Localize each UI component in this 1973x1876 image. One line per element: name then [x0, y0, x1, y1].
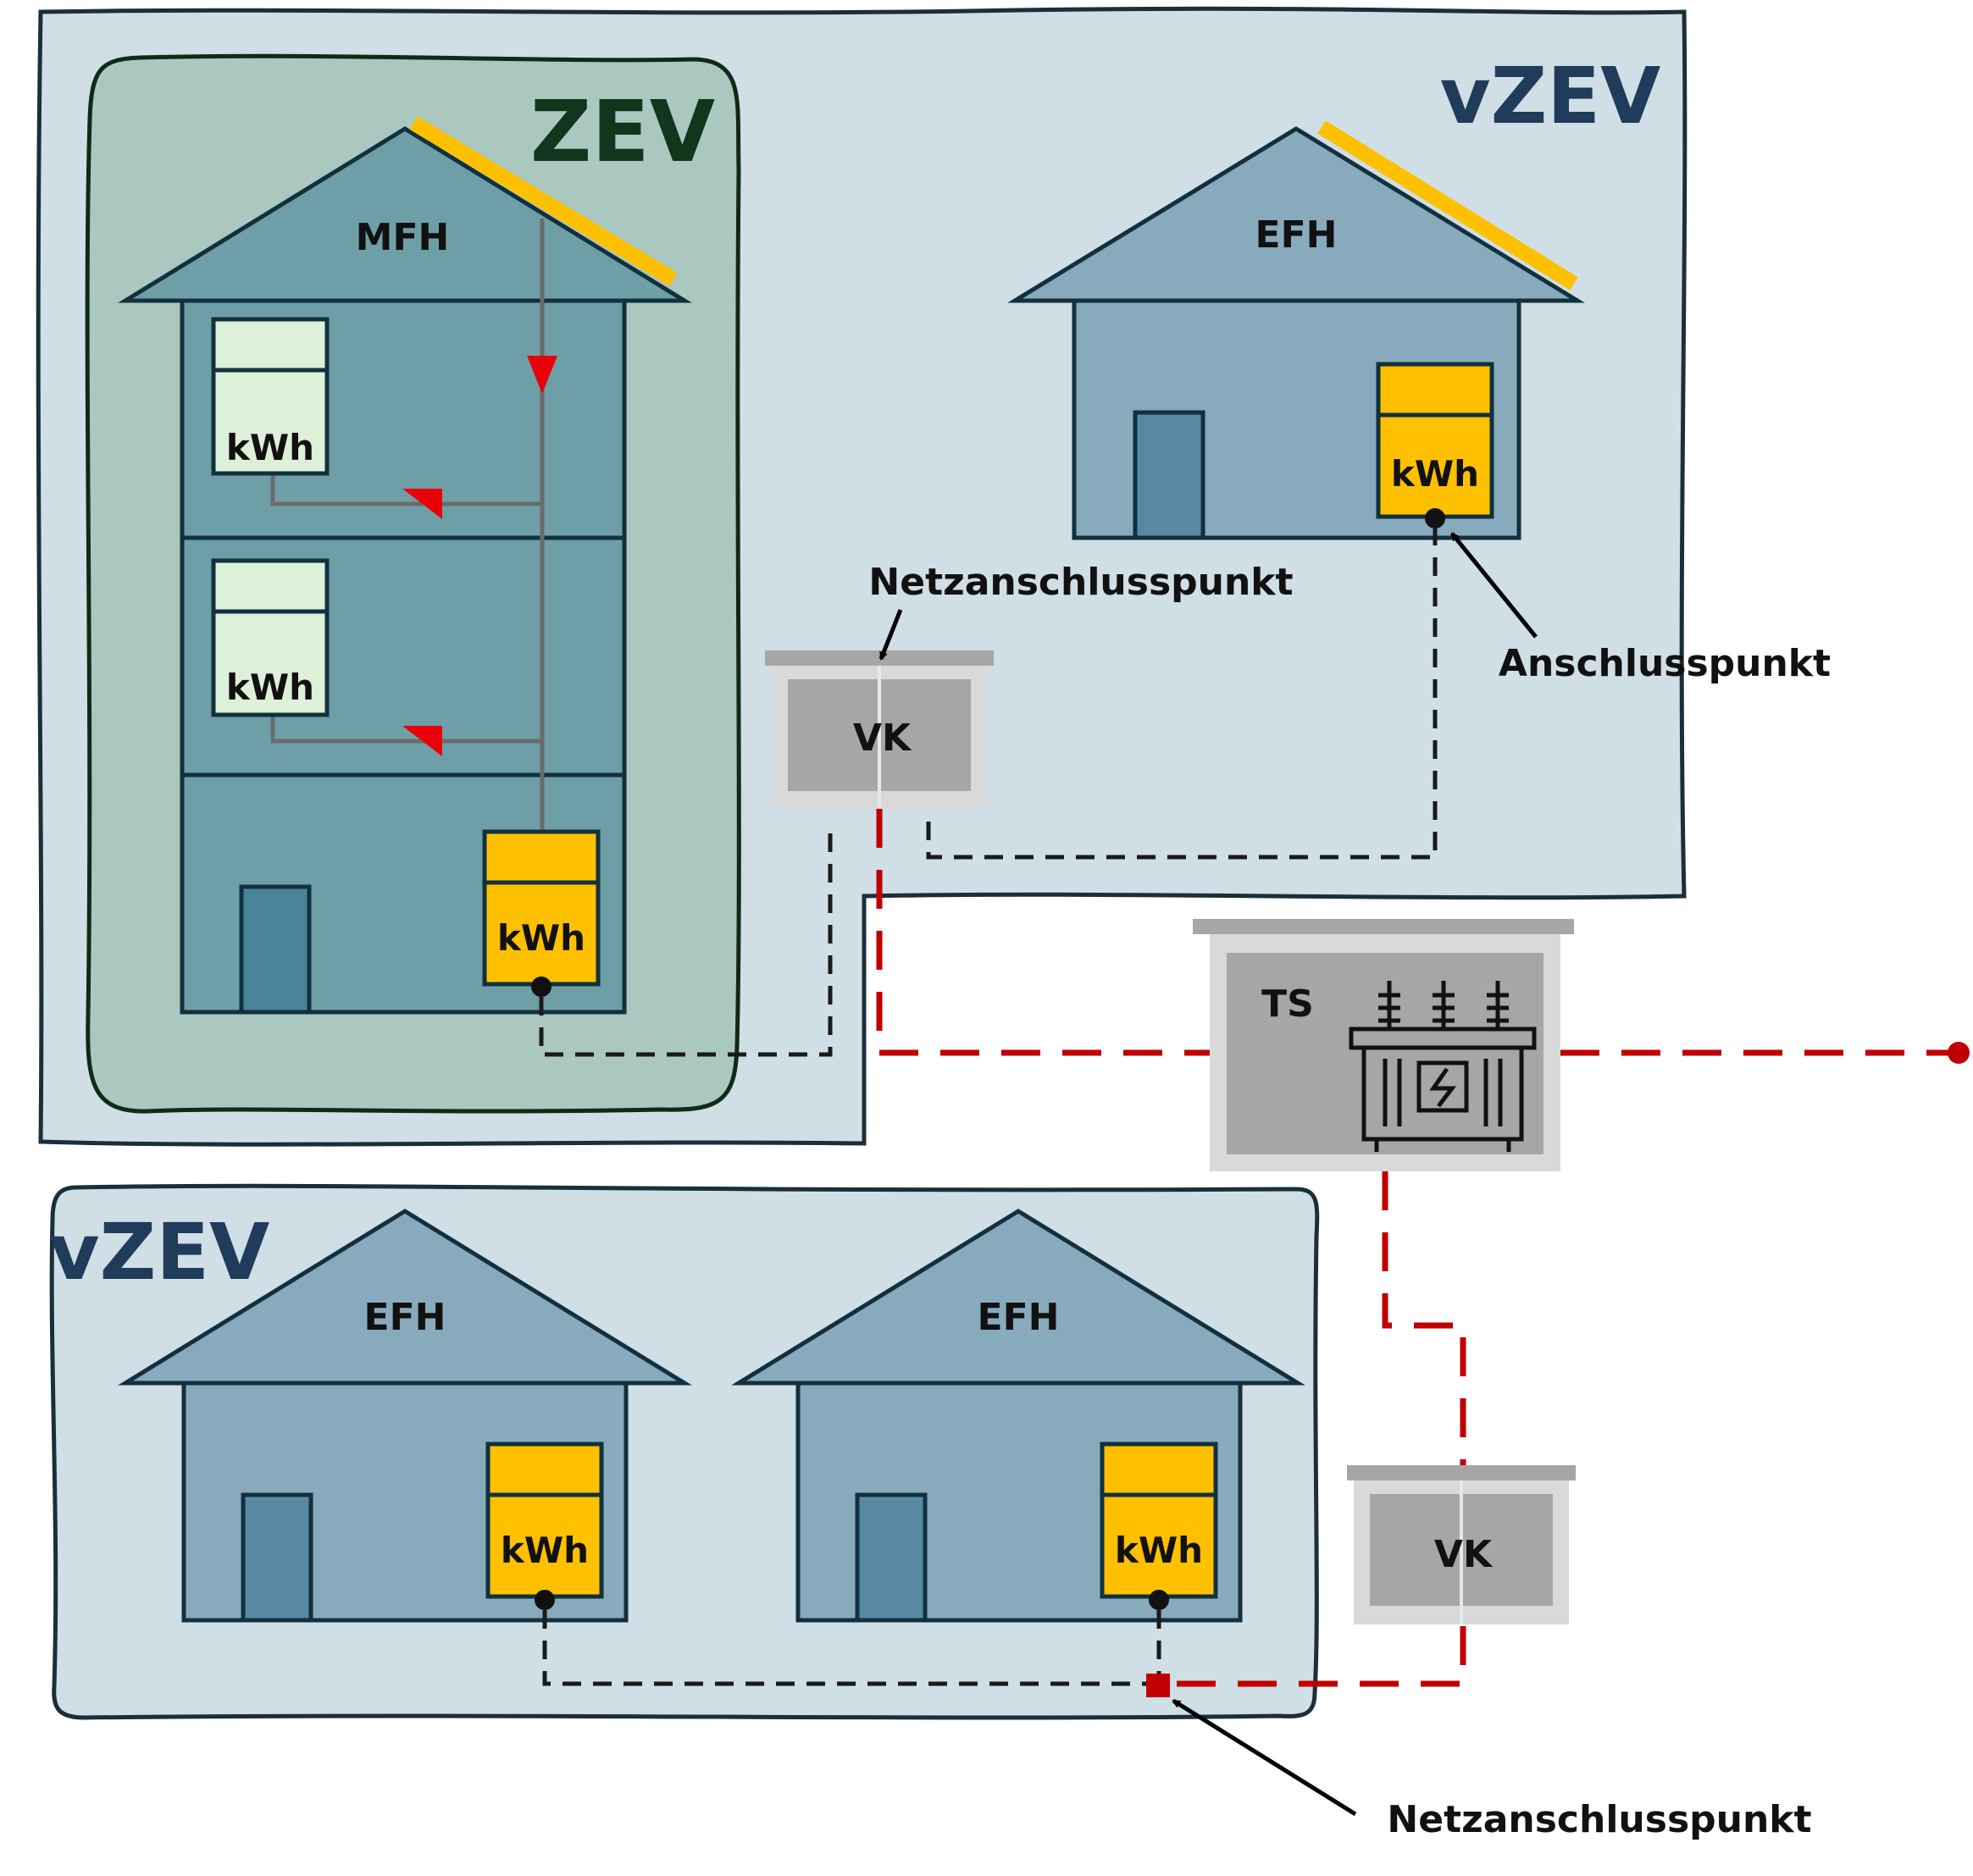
efh-bottom-right-door	[855, 1492, 928, 1623]
efh-bottom-left-service-line	[542, 1610, 1152, 1686]
efh-top-meter-unit: kWh	[1391, 453, 1479, 495]
mfh-door	[239, 884, 312, 1015]
vzev-bottom-label: vZEV	[49, 1207, 270, 1298]
efh-bottom-left-meter: kWh	[485, 1442, 604, 1610]
mfh-main-meter: kWh	[482, 829, 601, 997]
mfh-meter-unit: kWh	[497, 917, 585, 959]
netzanschlusspunkt-bottom-label: Netzanschlusspunkt	[1387, 1798, 1811, 1841]
efh-bottom-left-connection-point	[535, 1590, 555, 1610]
submeter-1-unit: kWh	[226, 427, 314, 468]
grid-line-ts-to-vk-top	[876, 809, 1210, 1056]
vk-bottom-label: VK	[1434, 1533, 1494, 1576]
mfh-service-line	[539, 822, 833, 1057]
mfh-connection-point	[531, 977, 551, 997]
transformer-station: TS	[1193, 919, 1574, 1171]
mfh-label: MFH	[356, 216, 450, 259]
efh-bottom-left-label: EFH	[364, 1296, 446, 1339]
netzanschlusspunkt-top-arrow	[878, 609, 903, 661]
submeter-2-unit: kWh	[226, 667, 314, 708]
netzanschlusspunkt-top-label: Netzanschlusspunkt	[868, 561, 1293, 604]
mfh-branch-1	[270, 474, 542, 506]
mfh-branch-2	[270, 716, 542, 744]
ts-label: TS	[1261, 982, 1314, 1026]
anschlusspunkt-arrow	[1450, 532, 1538, 639]
efh-bottom-right-meter: kWh	[1100, 1442, 1218, 1610]
efh-bottom-right-meter-unit: kWh	[1115, 1530, 1203, 1571]
efh-bottom-right-label: EFH	[978, 1296, 1060, 1339]
efh-top-connection-point	[1425, 508, 1445, 528]
anschlusspunkt-label: Anschlusspunkt	[1499, 642, 1831, 685]
mfh-flow-arrow-left-1	[402, 489, 442, 519]
efh-bottom-right-building: EFH kWh	[731, 1209, 1305, 1623]
ts-lid	[1193, 919, 1574, 934]
vzev-top-label: vZEV	[1440, 51, 1661, 141]
efh-bottom-left-meter-unit: kWh	[501, 1530, 589, 1571]
vk-top-label: VK	[853, 717, 912, 760]
mfh-submeter-1: kWh	[211, 317, 330, 476]
grid-line-vk-bottom-to-nap	[1169, 1626, 1466, 1687]
netzanschlusspunkt-bottom-arrow	[1172, 1698, 1357, 1817]
grid-line-endpoint	[1948, 1042, 1970, 1064]
efh-top-building: EFH kWh	[1007, 120, 1585, 540]
efh-top-service-line	[926, 528, 1438, 860]
mfh-submeter-2: kWh	[211, 558, 330, 717]
netzanschlusspunkt-bottom-marker	[1146, 1674, 1170, 1697]
grid-line-ts-to-vk-bottom	[1382, 1171, 1466, 1465]
efh-bottom-right-connection-point	[1149, 1590, 1169, 1610]
mfh-flow-arrow-down	[527, 356, 557, 394]
transformer-icon	[1349, 981, 1537, 1152]
zev-label: ZEV	[530, 82, 715, 181]
vk-bottom: VK	[1347, 1465, 1576, 1624]
efh-bottom-left-door	[241, 1492, 313, 1623]
efh-bottom-left-building: EFH kWh	[118, 1209, 692, 1623]
efh-top-door	[1133, 410, 1205, 540]
mfh-solar-panel	[409, 116, 678, 286]
mfh-flow-arrow-left-2	[402, 726, 442, 756]
mfh-building: MFH kWh kWh kWh	[118, 116, 692, 1015]
efh-top-solar-panel	[1317, 120, 1578, 291]
efh-top-label: EFH	[1255, 213, 1338, 257]
efh-top-meter: kWh	[1376, 362, 1494, 528]
vk-top: VK	[765, 650, 994, 808]
